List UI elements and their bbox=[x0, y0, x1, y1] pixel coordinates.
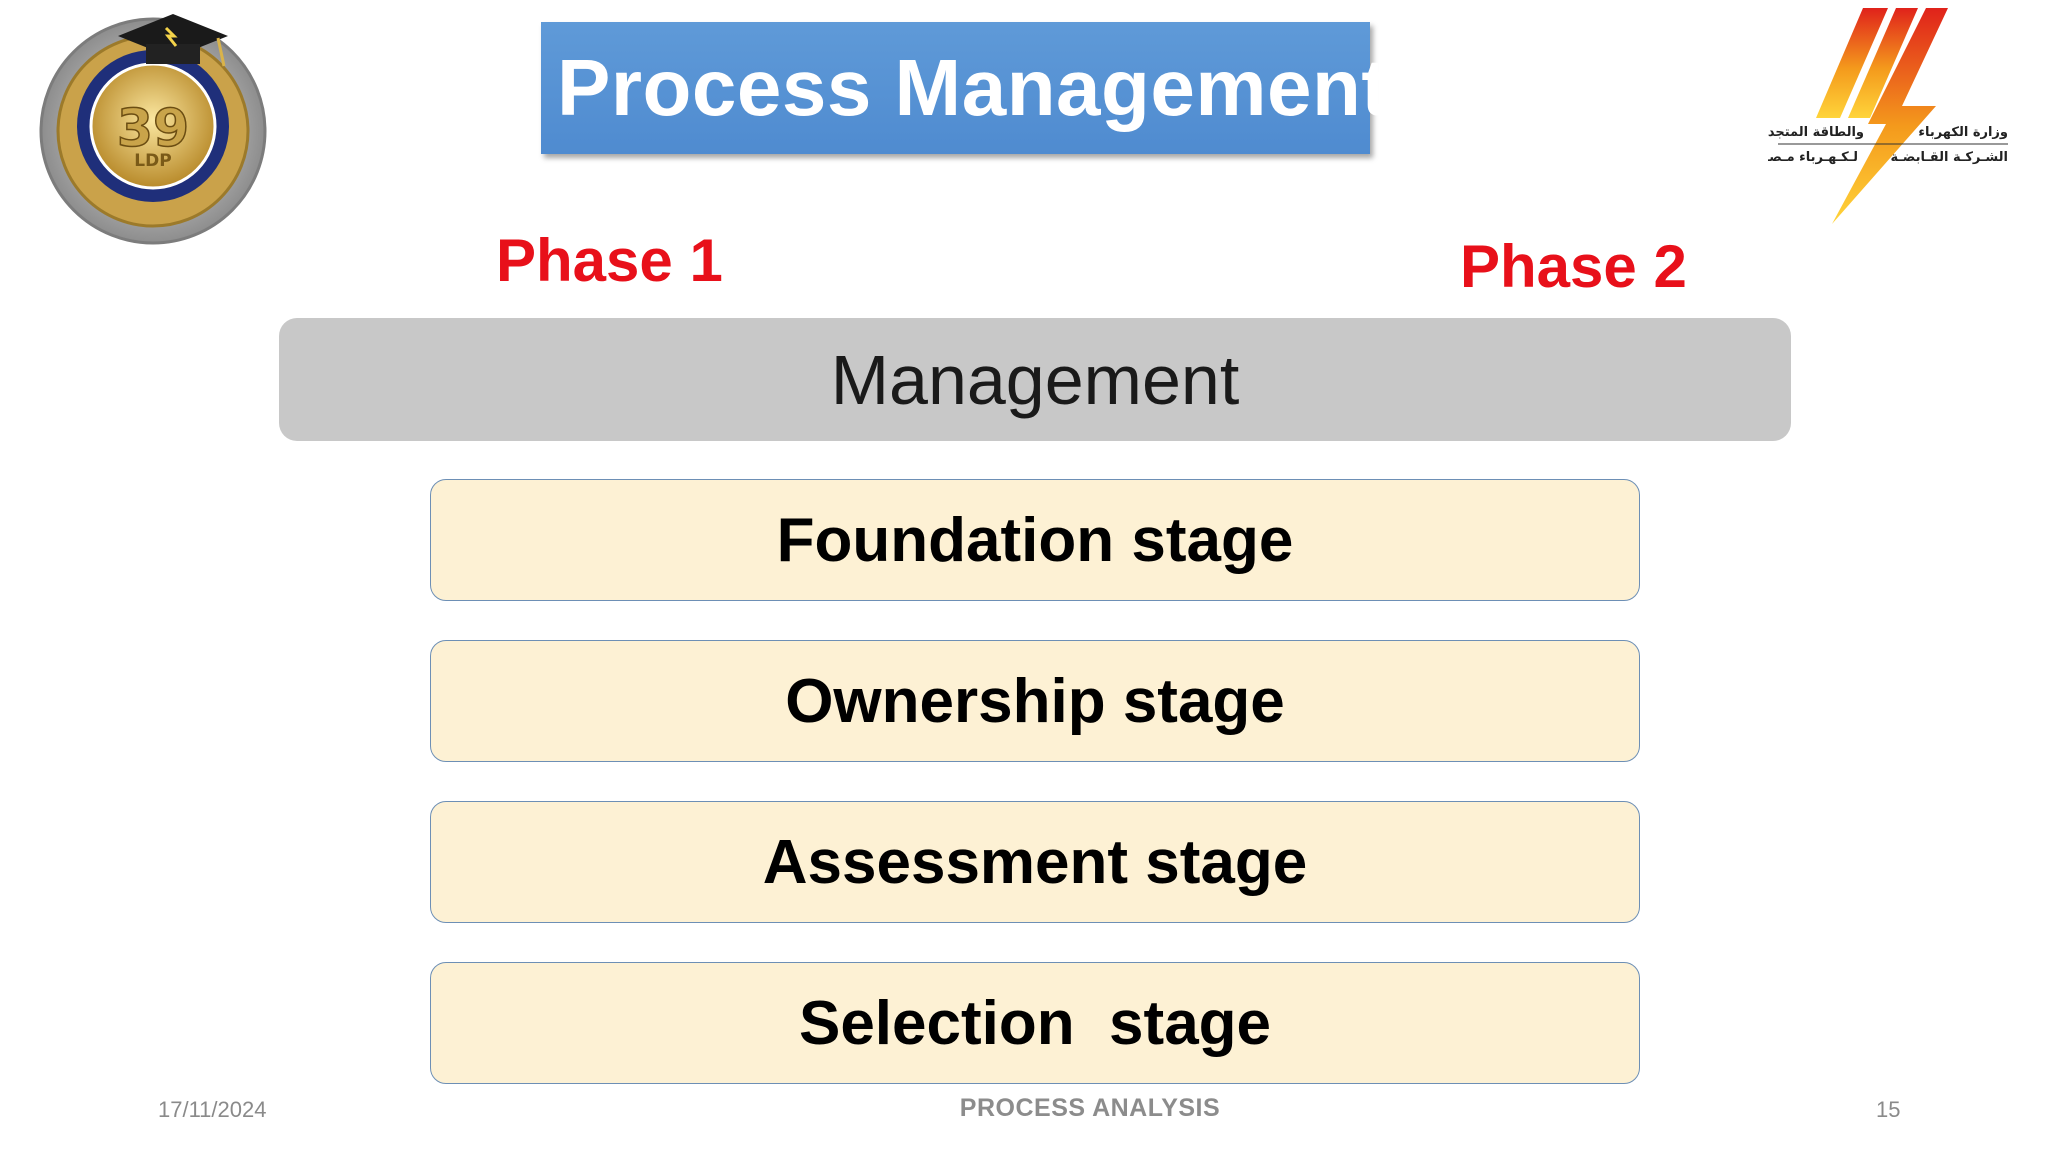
stage-box-selection: Selection stage bbox=[430, 962, 1640, 1084]
stage-label: Selection stage bbox=[798, 988, 1272, 1058]
management-label: Management bbox=[830, 340, 1240, 419]
footer-date: 17/11/2024 bbox=[158, 1097, 267, 1122]
phase-2-label: Phase 2 bbox=[1460, 233, 1687, 300]
stage-box-ownership: Ownership stage bbox=[430, 640, 1640, 762]
footer-title: PROCESS ANALYSIS bbox=[959, 1094, 1221, 1122]
ministry-name-left: والطاقة المتجددة bbox=[1768, 125, 1864, 140]
emblem-number: 39 bbox=[117, 99, 189, 159]
slide-title: Process Management bbox=[557, 43, 1389, 132]
management-bar: Management bbox=[279, 318, 1791, 441]
ministry-name-right: وزارة الكهرباء bbox=[1918, 125, 2008, 140]
company-name-left: لـكـهـرباء مـصـر bbox=[1768, 150, 1858, 165]
stage-label: Assessment stage bbox=[762, 827, 1308, 897]
ministry-electricity-lightning-icon: وزارة الكهرباء والطاقة المتجددة الشـركـة… bbox=[1754, 6, 2018, 226]
phase-1-label: Phase 1 bbox=[496, 227, 723, 294]
stage-label: Foundation stage bbox=[776, 505, 1294, 575]
slide-title-banner: Process Management bbox=[541, 22, 1388, 154]
emblem-caption: LDP bbox=[134, 151, 171, 171]
stage-box-foundation: Foundation stage bbox=[430, 479, 1640, 601]
slide-page-number: 15 bbox=[1876, 1097, 1901, 1122]
ldp-39-emblem-icon: 39 LDP bbox=[28, 6, 278, 246]
stage-box-assessment: Assessment stage bbox=[430, 801, 1640, 923]
company-name-right: الشـركـة القـابضـة bbox=[1890, 150, 2008, 165]
stage-label: Ownership stage bbox=[785, 666, 1285, 736]
